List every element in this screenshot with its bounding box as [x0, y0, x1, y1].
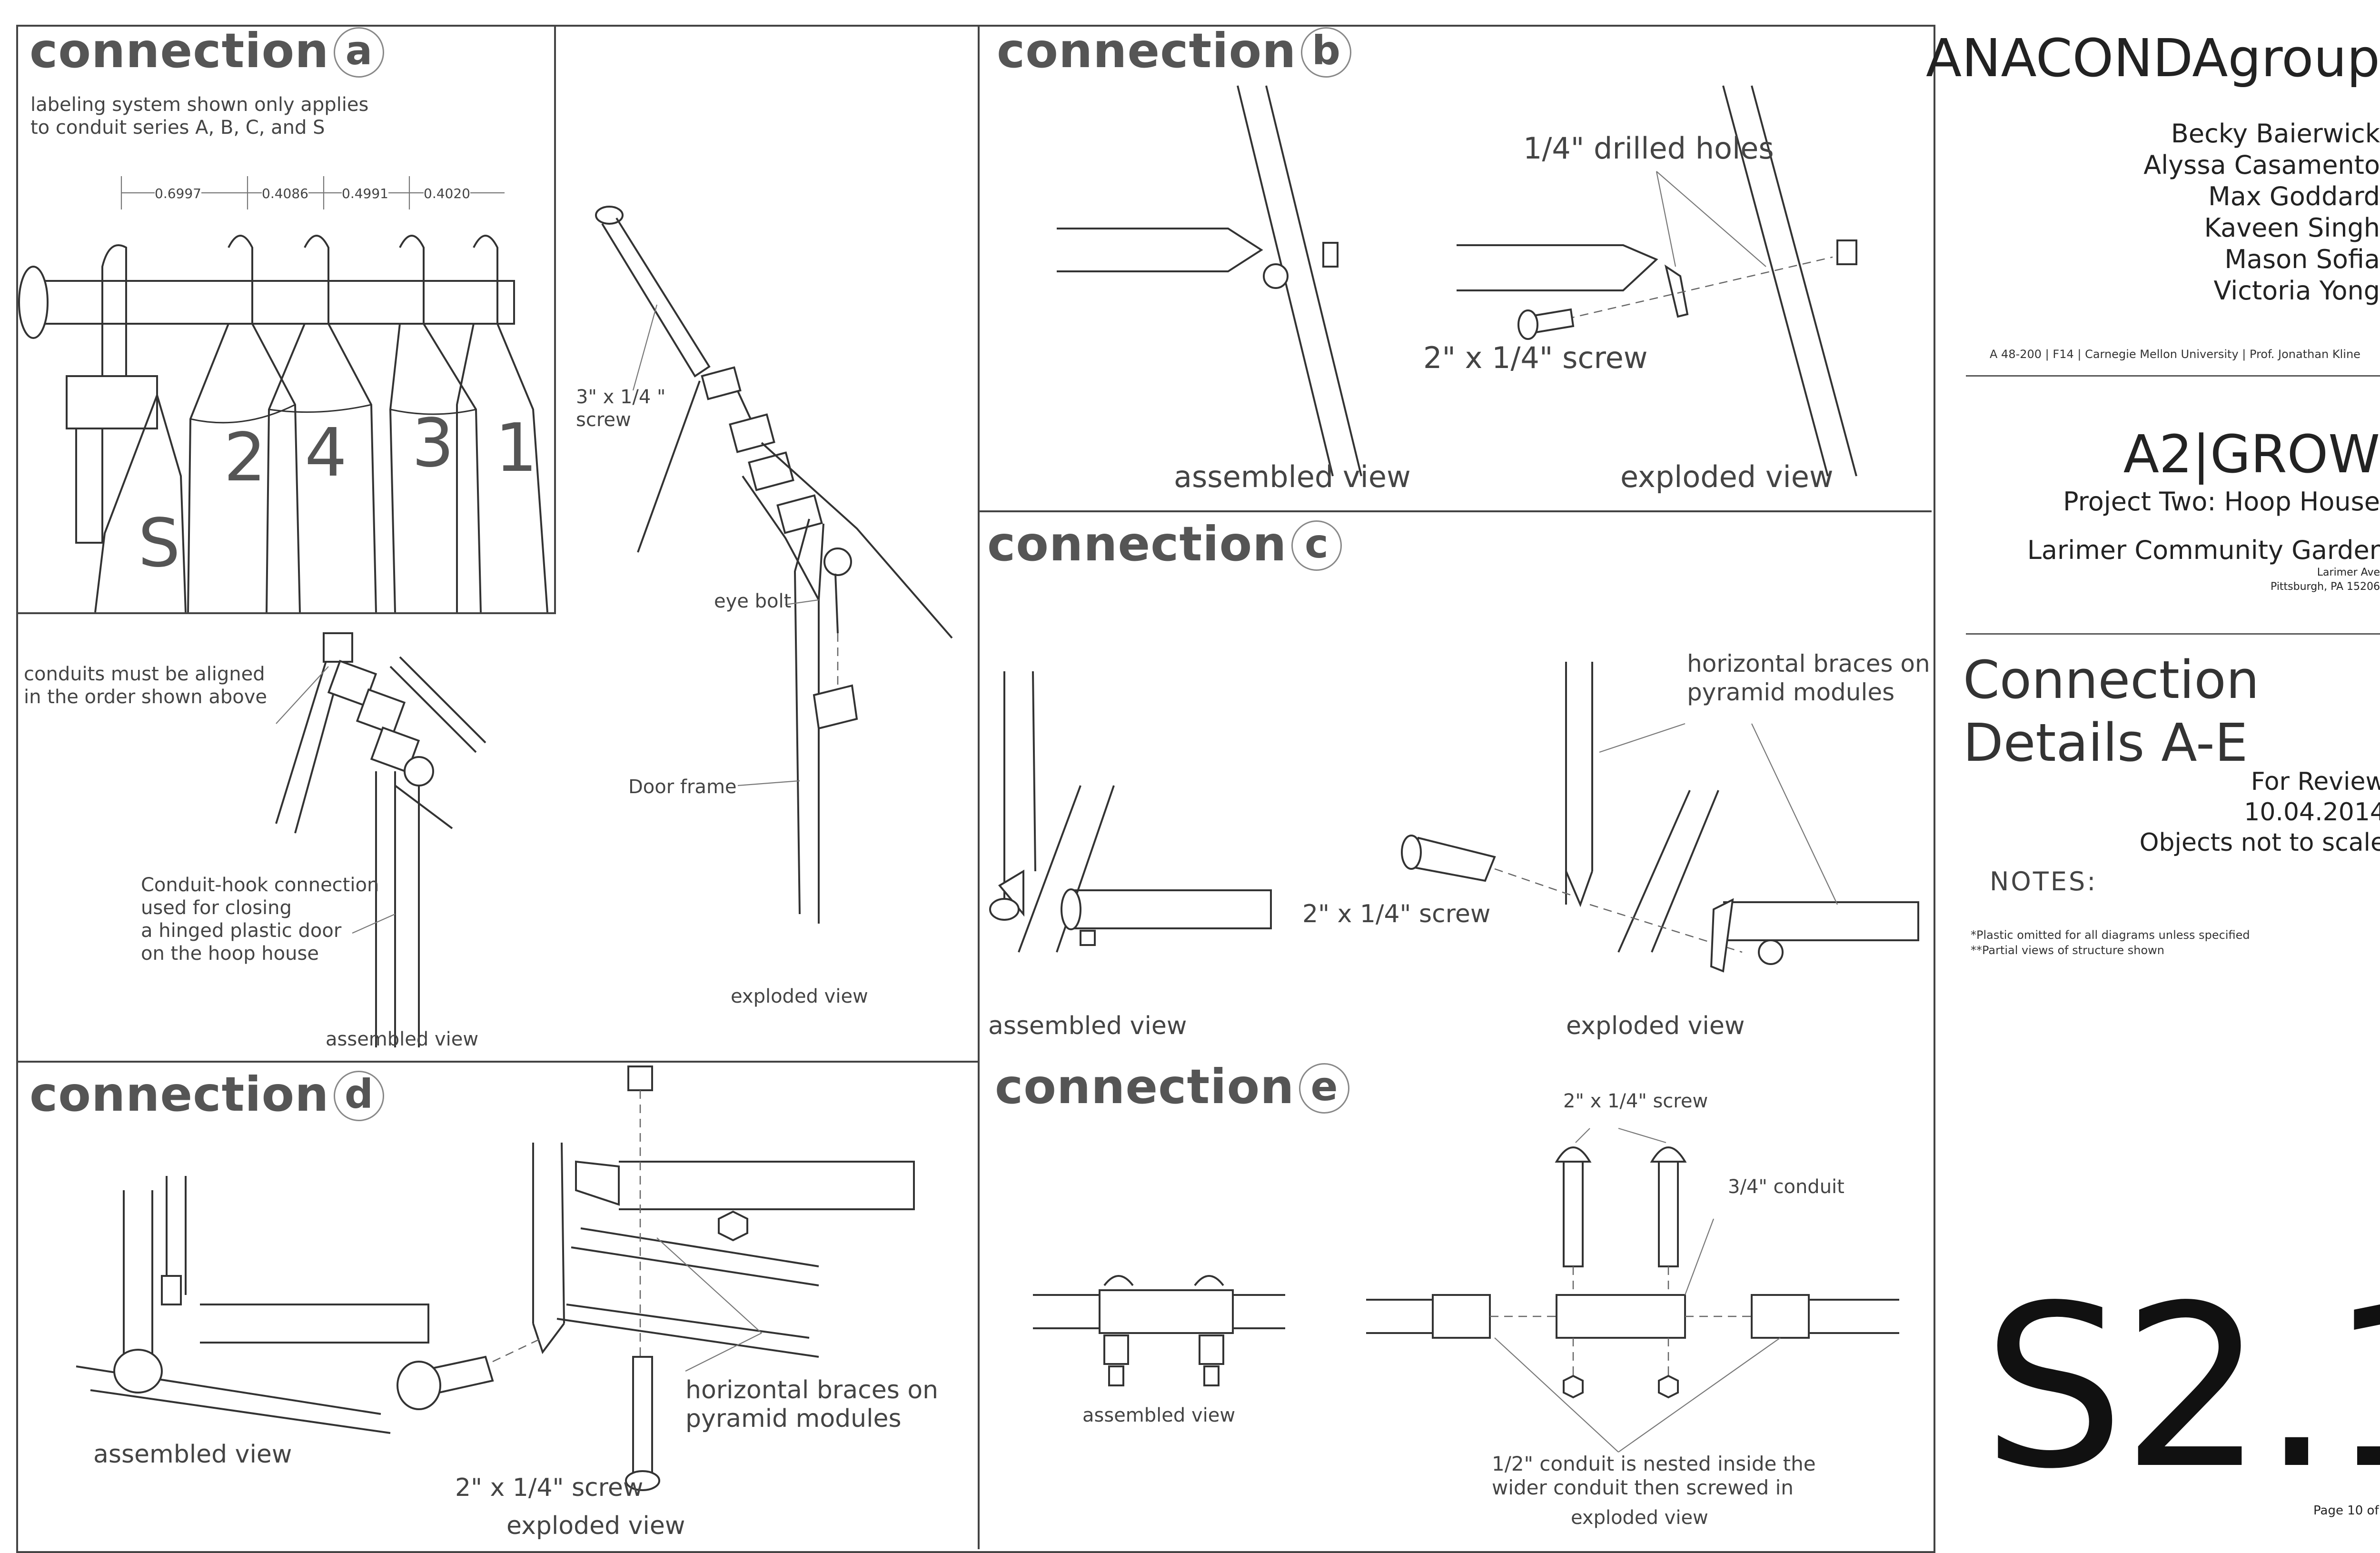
title-divider-1 [1966, 375, 2380, 377]
member-6: Victoria Yong [2213, 276, 2380, 306]
panel-a-letter: a [334, 27, 385, 78]
dim-1: 0.6997 [155, 186, 201, 201]
panel-d-exploded-view: exploded view [506, 1512, 685, 1540]
panel-b-exploded [1457, 85, 1857, 477]
notes-heading: NOTES: [1990, 866, 2098, 896]
panel-d-assembled-view: assembled view [93, 1440, 292, 1469]
panel-a-screw-label: 3" x 1/4 " screw [576, 386, 666, 431]
panel-c-title-text: connection [987, 516, 1287, 572]
panel-c-assembled-view: assembled view [988, 1012, 1187, 1040]
sheet-number: S2.1 [1983, 1257, 2380, 1518]
panel-d-letter: d [334, 1071, 385, 1121]
conduit-number-2: 2 [224, 419, 267, 497]
panel-e-screw-label: 2" x 1/4" screw [1563, 1090, 1708, 1112]
conduit-number-4: 4 [305, 414, 347, 492]
panel-b-exploded-view: exploded view [1620, 459, 1834, 494]
panel-a-labeling-note: labeling system shown only applies to co… [30, 94, 369, 139]
panel-d-screw-label: 2" x 1/4" screw [455, 1473, 644, 1502]
panel-d-braces-label: horizontal braces on pyramid modules [685, 1376, 939, 1433]
panel-e-conduit-label: 3/4" conduit [1728, 1176, 1844, 1198]
panel-a-aligned-note: conduits must be aligned in the order sh… [24, 663, 268, 708]
panel-e-assembled [1033, 1275, 1285, 1386]
panel-e-assembled-view: assembled view [1082, 1404, 1236, 1426]
member-1: Becky Baierwick [2171, 119, 2380, 149]
firm-name: ANACONDAgroup [1925, 28, 2380, 89]
review-status: For Review [2251, 767, 2380, 796]
panel-b-assembled [1057, 85, 1362, 477]
course-info: A 48-200 | F14 | Carnegie Mellon Univers… [1990, 348, 2360, 361]
note-2: **Partial views of structure shown [1971, 944, 2164, 957]
panel-a-inset-border [16, 25, 556, 614]
dim-4: 0.4020 [424, 186, 470, 201]
site-address-1: Larimer Ave [2317, 567, 2380, 578]
panel-e-letter: e [1299, 1063, 1350, 1114]
panel-d-exploded [397, 1065, 915, 1491]
site-address-2: Pittsburgh, PA 15206 [2271, 581, 2380, 593]
project-code: A2|GROW [2123, 424, 2380, 485]
panel-e-title-text: connection [995, 1059, 1295, 1115]
panel-a-hook-note: Conduit-hook connection used for closing… [141, 874, 379, 965]
note-1: *Plastic omitted for all diagrams unless… [1971, 928, 2250, 942]
member-2: Alyssa Casamento [2143, 150, 2380, 180]
sheet-title-line-1: Connection [1963, 649, 2260, 710]
member-4: Kaveen Singh [2204, 213, 2380, 243]
panel-a-exploded-view: exploded view [731, 986, 868, 1007]
panel-a-assembled-view: assembled view [326, 1028, 479, 1050]
leader-lines [276, 304, 819, 934]
panel-b-screw-label: 2" x 1/4" screw [1423, 340, 1648, 375]
review-date: 10.04.2014 [2244, 798, 2380, 826]
sheet-title-line-2: Details A-E [1963, 712, 2248, 773]
panel-a-eye-bolt-label: eye bolt [714, 590, 792, 612]
panel-e-exploded-view: exploded view [1571, 1507, 1708, 1529]
conduit-number-1: 1 [495, 409, 538, 487]
dim-2: 0.4086 [262, 186, 308, 201]
panel-b-assembled-view: assembled view [1174, 459, 1411, 494]
panel-b-letter: b [1301, 27, 1352, 78]
panel-a-door-frame-label: Door frame [628, 776, 737, 798]
dim-3: 0.4991 [342, 186, 388, 201]
conduit-number-3: 3 [412, 405, 455, 482]
panel-d-assembled [76, 1176, 429, 1434]
panel-d-title-text: connection [30, 1066, 329, 1122]
panel-a-border [16, 25, 980, 1063]
panel-e-exploded [1366, 1127, 1899, 1453]
panel-e-nested-note: 1/2" conduit is nested inside the wider … [1492, 1452, 1816, 1499]
panel-a-hook-rack [18, 176, 548, 613]
panel-c-screw-label: 2" x 1/4" screw [1302, 900, 1491, 928]
panel-b-title-text: connection [997, 23, 1297, 79]
title-divider-2 [1966, 633, 2380, 635]
panel-c-braces-label: horizontal braces on pyramid modules [1687, 650, 1930, 706]
team-members: Becky Baierwick Alyssa Casamento Max God… [2143, 118, 2380, 307]
panel-c-assembled [989, 671, 1272, 953]
panel-a-title-text: connection [30, 23, 329, 79]
panel-c-letter: c [1291, 520, 1342, 571]
panel-c-exploded-view: exploded view [1566, 1012, 1745, 1040]
project-name: Project Two: Hoop House [2063, 487, 2380, 517]
panel-a-exploded-assembly [595, 206, 953, 924]
member-3: Max Goddard [2208, 181, 2380, 211]
site-name: Larimer Community Garden [2027, 535, 2380, 565]
page-number: Page 10 of 25 [2313, 1503, 2380, 1518]
panel-c-exploded [1401, 662, 1919, 973]
scale-note: Objects not to scale [2139, 828, 2380, 857]
panel-b-holes-label: 1/4" drilled holes [1523, 131, 1774, 166]
panel-b-border [978, 25, 1932, 512]
member-5: Mason Sofia [2224, 244, 2380, 274]
panel-d-e-divider [978, 1061, 980, 1549]
panel-a-assembled-assembly [275, 632, 486, 1047]
conduit-number-s: S [138, 505, 180, 582]
